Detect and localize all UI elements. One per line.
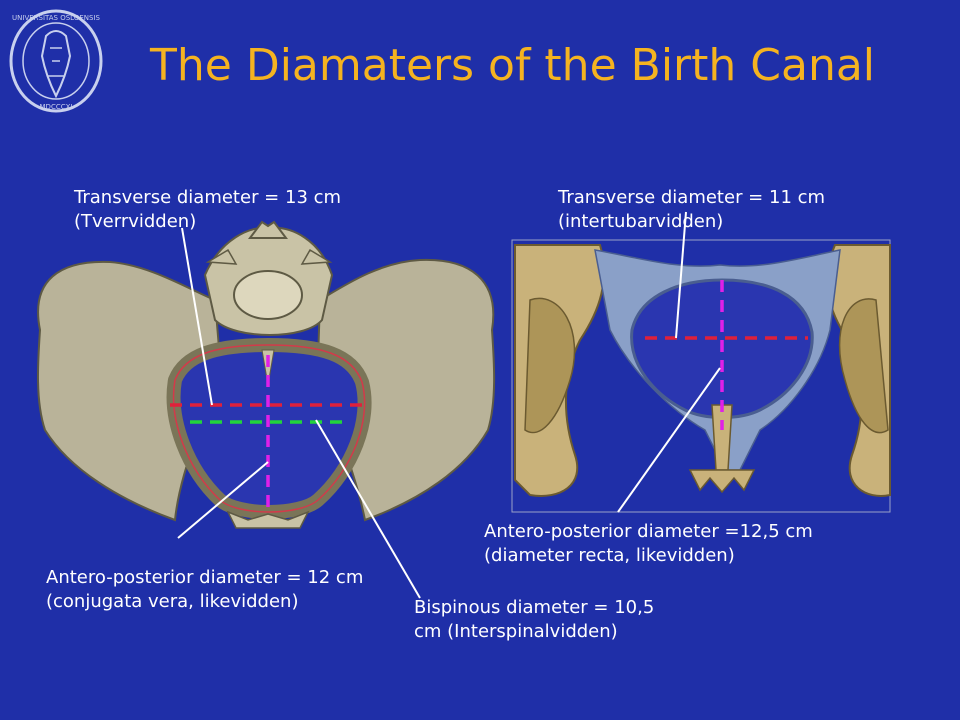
bispinous-value: Bispinous diameter = 10,5: [414, 597, 655, 618]
pelvic-inlet-illustration: [36, 220, 496, 529]
bispinous-pointer: [315, 419, 421, 599]
outlet-transverse-term: (intertubarvidden): [558, 211, 724, 233]
inlet-transverse-term: (Tverrvidden): [74, 211, 197, 233]
outlet-transverse-pointer: [675, 211, 687, 339]
svg-text:UNIVERSITAS OSLOENSIS: UNIVERSITAS OSLOENSIS: [12, 14, 100, 22]
inlet-transverse-pointer: [181, 227, 213, 406]
inlet-transverse-label: Transverse diameter = 13 cm (Tverrvidden…: [74, 186, 341, 235]
outlet-ap-term: (diameter recta, likevidden): [484, 545, 735, 567]
outlet-ap-value: Antero-posterior diameter =12,5 cm: [484, 521, 813, 542]
slide-title: The Diamaters of the Birth Canal: [150, 40, 876, 91]
university-seal-logo: UNIVERSITAS OSLOENSIS MDCCCXI: [9, 9, 103, 113]
inlet-ap-value: Antero-posterior diameter = 12 cm: [46, 567, 364, 588]
inlet-ap-label: Antero-posterior diameter = 12 cm (conju…: [46, 566, 363, 615]
outlet-transverse-label: Transverse diameter = 11 cm (intertubarv…: [558, 186, 825, 235]
outlet-ap-label: Antero-posterior diameter =12,5 cm (diam…: [484, 520, 813, 569]
svg-text:MDCCCXI: MDCCCXI: [40, 103, 73, 111]
bispinous-label: Bispinous diameter = 10,5 cm (Interspina…: [414, 596, 654, 645]
pelvic-outlet-illustration: [511, 239, 891, 513]
inlet-transverse-value: Transverse diameter = 13 cm: [74, 187, 342, 208]
outlet-ap-pointer: [617, 367, 721, 513]
inlet-ap-term: (conjugata vera, likevidden): [46, 591, 299, 613]
outlet-transverse-value: Transverse diameter = 11 cm: [558, 187, 826, 208]
inlet-ap-pointer: [177, 461, 269, 539]
bispinous-term: cm (Interspinalvidden): [414, 621, 618, 643]
